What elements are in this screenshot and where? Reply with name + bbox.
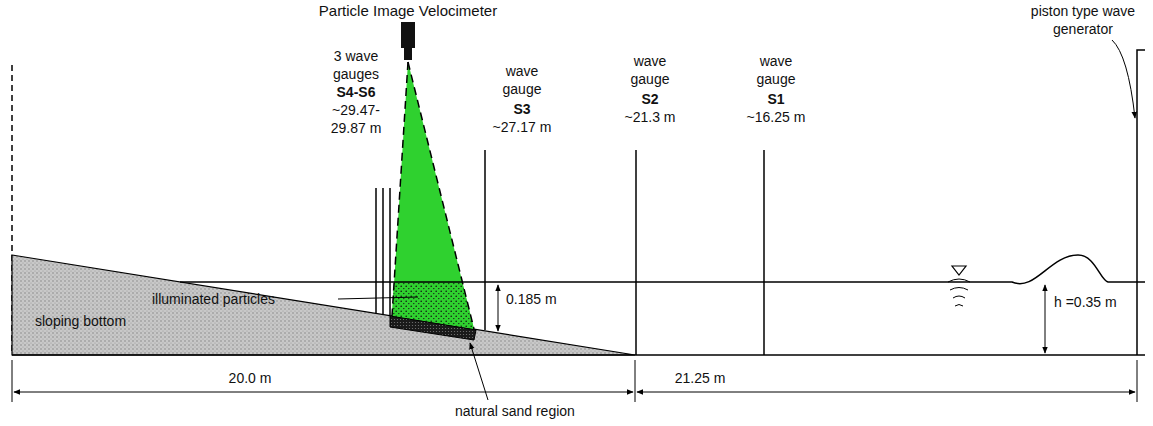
wave-gauge — [763, 150, 765, 355]
gauge-label: 3 wave gauges — [323, 47, 389, 83]
length-dimension — [14, 392, 633, 393]
gauge-position: ~21.3 m — [612, 108, 688, 126]
region-label: natural sand region — [455, 402, 635, 420]
wave-gauge — [375, 188, 377, 313]
gauge-label: wave gauge — [497, 62, 547, 98]
gauge-id: S1 — [741, 90, 811, 108]
dimension-label: 21.25 m — [660, 369, 740, 387]
dimension-label: 0.185 m — [506, 290, 576, 308]
gauge-id: S3 — [487, 100, 557, 118]
water-surface — [180, 255, 1145, 284]
depth-dimension — [498, 285, 499, 331]
sloping-bottom — [12, 255, 635, 355]
dimension-label: 20.0 m — [210, 369, 290, 387]
wave-gauge — [382, 188, 384, 314]
gauge-position: 29.87 m — [321, 119, 391, 137]
piv-camera — [401, 22, 415, 48]
gauge-position: ~27.17 m — [484, 118, 560, 136]
region-label: illuminated particles — [152, 290, 338, 308]
water-level-symbol — [952, 266, 966, 275]
gauge-position: ~16.25 m — [736, 108, 816, 126]
gauge-label: wave gauge — [751, 52, 801, 88]
gauge-label: wave gauge — [625, 52, 675, 88]
leader-line — [338, 297, 418, 299]
wave-gauge — [635, 150, 637, 355]
wave-gauge — [484, 150, 486, 330]
leader-line — [470, 343, 488, 400]
region-label: sloping bottom — [35, 312, 155, 330]
instrument-label: Particle Image Velocimeter — [258, 2, 558, 20]
wave-generator — [1137, 50, 1145, 355]
depth-dimension — [1045, 285, 1046, 353]
length-dimension — [637, 392, 1135, 393]
gauge-id: S4-S6 — [321, 83, 391, 101]
sand-region — [390, 316, 476, 340]
dimension-label: h =0.35 m — [1054, 293, 1134, 311]
wave-gauge — [389, 188, 391, 315]
flume-bottom — [12, 354, 1145, 356]
gauge-id: S2 — [615, 90, 685, 108]
light-sheet — [392, 62, 474, 329]
leader-line — [1112, 40, 1135, 118]
gauge-position: ~29.47- — [321, 101, 391, 119]
generator-label: piston type wave generator — [1030, 2, 1136, 38]
